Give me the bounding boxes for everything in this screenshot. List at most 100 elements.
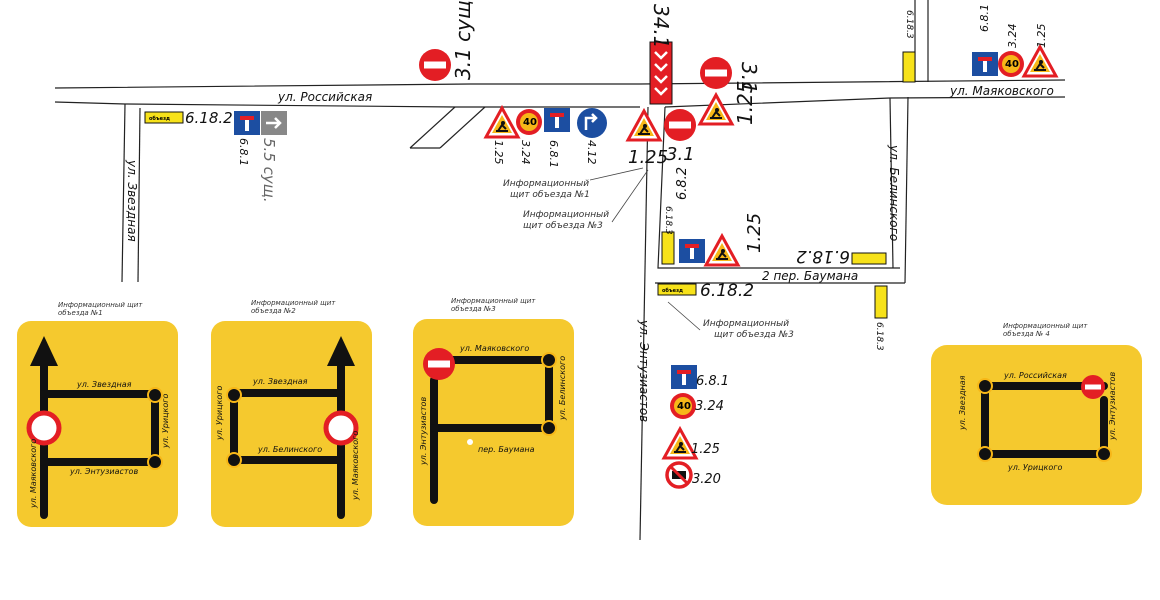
street-label-entuziastov: ул. Энтузиастов bbox=[637, 319, 651, 422]
junction-dot-icon bbox=[977, 378, 993, 394]
code-3-1-b: 3.1 bbox=[666, 144, 695, 165]
panel-street: ул. Энтузиастов bbox=[1108, 372, 1117, 441]
info-panel-3: Информационный щит объезда №3 ул. Маяков… bbox=[413, 297, 574, 526]
code-3-24-a: 3.24 bbox=[519, 140, 532, 165]
detour-word: объезд bbox=[662, 287, 683, 294]
panel-street: ул. Маяковского bbox=[29, 439, 38, 509]
code-6-8-1-legend: 6.8.1 bbox=[696, 374, 729, 389]
arrow-right-icon bbox=[266, 117, 282, 129]
junction-dot-icon bbox=[1096, 446, 1112, 462]
junction-dot-icon bbox=[467, 439, 473, 445]
street-label-baumana: 2 пер. Баумана bbox=[762, 269, 858, 283]
dead-end-sign-icon bbox=[972, 52, 998, 76]
code-6-18-2-mid: 6.18.2 bbox=[796, 246, 850, 266]
code-6-18-3-mid: 6.18.3 bbox=[663, 206, 673, 235]
code-1-25-a: 1.25 bbox=[492, 140, 505, 165]
panel-street: ул. Белинского bbox=[257, 445, 322, 454]
dead-end-sign-icon bbox=[679, 239, 705, 263]
leader-line bbox=[667, 301, 701, 331]
detour-sign-icon bbox=[851, 252, 887, 265]
panel-street: ул. Энтузиастов bbox=[69, 467, 138, 476]
barrier-chevrons-icon bbox=[654, 51, 668, 96]
code-6-18-3-top: 6.18.3 bbox=[904, 10, 914, 39]
note-shield-3b: Информационный щит объезда №3 bbox=[703, 319, 794, 340]
code-1-25-mid: 1.25 bbox=[744, 213, 765, 253]
note-shield-1: Информационный щит объезда №1 bbox=[503, 179, 592, 200]
detour-sign-icon bbox=[144, 111, 184, 124]
code-1-25-b: 1.25 bbox=[628, 147, 668, 168]
speed-value: 40 bbox=[1005, 59, 1019, 70]
junction-dot-icon bbox=[541, 420, 557, 436]
dead-end-sign-icon bbox=[544, 108, 570, 132]
junction-dot-icon bbox=[541, 352, 557, 368]
arrow-up-icon bbox=[327, 336, 355, 366]
road-works-sign-icon bbox=[698, 93, 734, 126]
road-works-sign-icon bbox=[704, 234, 740, 267]
panel-background bbox=[17, 321, 178, 527]
detour-sign-icon bbox=[657, 283, 697, 296]
panel-street: ул. Звездная bbox=[958, 375, 967, 431]
code-6-18-2-left: 6.18.2 bbox=[185, 109, 233, 127]
code-5-5: 5.5 сущ. bbox=[260, 138, 278, 203]
panel-street: ул. Маяковского bbox=[459, 344, 529, 353]
dead-end-sign-icon bbox=[671, 365, 697, 389]
panel-street: ул. Урицкого bbox=[161, 394, 170, 449]
speed-value: 40 bbox=[677, 401, 691, 412]
code-3-24-legend: 3.24 bbox=[695, 399, 724, 414]
info-panel-2: Информационный щит объезда №2 ул. Звездн… bbox=[211, 299, 372, 527]
no-entry-sign-icon bbox=[664, 109, 696, 141]
junction-dot-icon bbox=[147, 454, 163, 470]
road-works-sign-icon bbox=[484, 106, 520, 139]
panel-street: ул. Звездная bbox=[76, 380, 132, 389]
info-panel-1: Информационный щит объезда №1 ул. Звездн… bbox=[17, 301, 178, 527]
panel-street: ул. Энтузиастов bbox=[419, 397, 428, 466]
no-entry-sign-icon bbox=[26, 410, 62, 446]
code-1-25-tr: 1.25 bbox=[1035, 24, 1048, 49]
panel-street: ул. Звездная bbox=[252, 377, 308, 386]
code-6-8-1-tr: 6.8.1 bbox=[978, 4, 991, 32]
panel-title: Информационный щит объезда №2 bbox=[251, 299, 338, 315]
panel-street: ул. Белинского bbox=[558, 356, 567, 421]
street-label-zvezdnaya: ул. Звездная bbox=[125, 159, 139, 242]
street-label-rossiyskaya: ул. Российская bbox=[277, 90, 372, 104]
arrow-turn-icon bbox=[584, 113, 598, 130]
panel-street: ул. Урицкого bbox=[215, 386, 224, 441]
panel-street: ул. Маяковского bbox=[351, 431, 360, 501]
panel-background bbox=[211, 321, 372, 527]
junction-dot-icon bbox=[977, 446, 993, 462]
panel-street: ул. Урицкого bbox=[1007, 463, 1062, 472]
code-3-1-right: 3.1 bbox=[737, 62, 761, 94]
detour-sign-icon bbox=[661, 231, 675, 265]
code-3-24-tr: 3.24 bbox=[1006, 24, 1019, 49]
code-6-18-3-right: 6.18.3 bbox=[874, 322, 884, 351]
code-3-20-legend: 3.20 bbox=[692, 472, 721, 487]
street-label-belinskogo: ул. Белинского bbox=[887, 144, 901, 241]
road-works-sign-icon bbox=[626, 109, 662, 142]
speed-value: 40 bbox=[523, 117, 537, 128]
no-entry-sign-icon bbox=[423, 348, 455, 380]
detour-sign-icon bbox=[902, 51, 916, 83]
leader-line bbox=[589, 167, 644, 181]
code-3-1-existing: 3.1 сущ. bbox=[451, 0, 475, 80]
dead-end-sign-icon bbox=[234, 111, 260, 135]
note-shield-3a: Информационный щит объезда №3 bbox=[523, 210, 612, 231]
code-4-12: 4.12 bbox=[585, 140, 598, 165]
code-6-8-1-a: 6.8.1 bbox=[547, 140, 560, 168]
code-6-8-1-left: 6.8.1 bbox=[237, 138, 250, 166]
leader-line bbox=[611, 169, 649, 223]
code-1-25-legend: 1.25 bbox=[691, 442, 720, 457]
panel-title: Информационный щит объезда № 4 bbox=[1003, 322, 1090, 338]
panel-street: ул. Российская bbox=[1003, 371, 1067, 380]
no-entry-sign-icon bbox=[1081, 375, 1105, 399]
detour-word: объезд bbox=[149, 115, 170, 122]
arrow-up-icon bbox=[30, 336, 58, 366]
panel-title: Информационный щит объезда №1 bbox=[58, 301, 145, 317]
junction-dot-icon bbox=[147, 387, 163, 403]
junction-dot-icon bbox=[226, 387, 242, 403]
panel-title: Информационный щит объезда №3 bbox=[451, 297, 538, 313]
no-entry-sign-icon bbox=[323, 410, 359, 446]
turn-right-sign-icon bbox=[577, 108, 607, 138]
code-1-25-right: 1.25 bbox=[733, 80, 757, 125]
no-entry-sign-icon bbox=[700, 57, 732, 89]
